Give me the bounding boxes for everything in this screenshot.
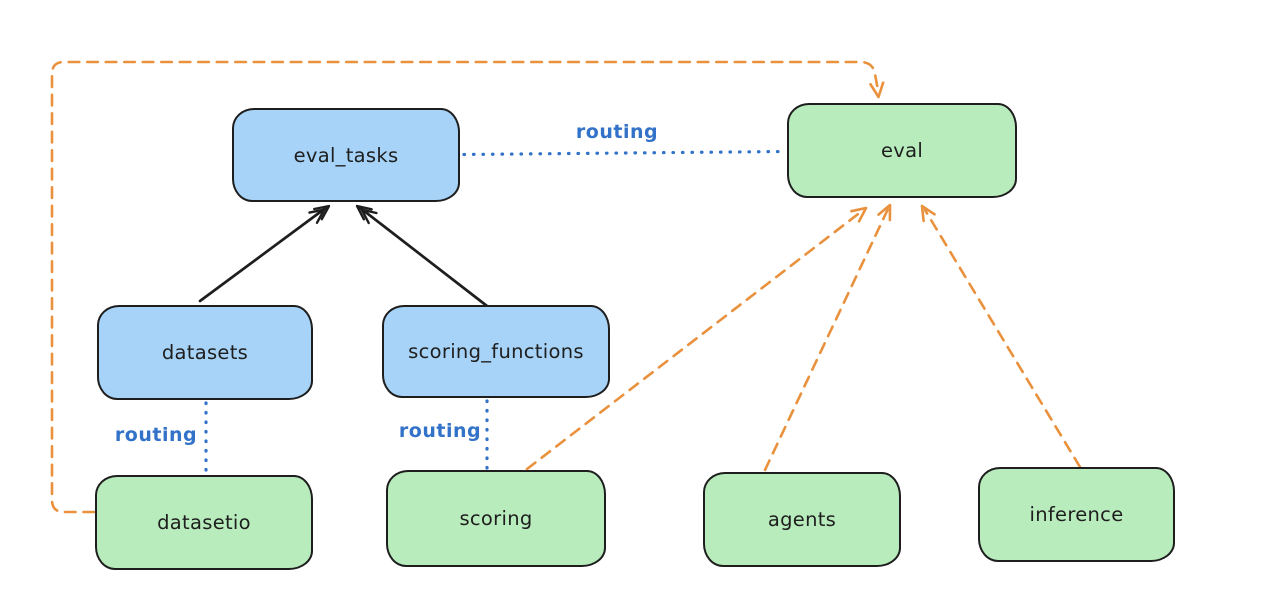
node-eval: eval bbox=[787, 103, 1017, 198]
node-datasets: datasets bbox=[97, 305, 313, 400]
node-scoring: scoring bbox=[386, 470, 606, 567]
node-datasetio-label: datasetio bbox=[157, 511, 251, 534]
edge-datasetio-to-eval bbox=[50, 60, 880, 514]
node-agents-label: agents bbox=[767, 508, 837, 531]
edge-datasetio-to-eval-arrowhead bbox=[869, 81, 885, 99]
edge-eval-tasks-to-eval-routing bbox=[462, 149, 787, 157]
node-scoring-functions-label: scoring_functions bbox=[408, 340, 584, 363]
edge-inference-to-eval bbox=[923, 208, 1082, 469]
edge-scoring-functions-to-eval-tasks-arrowhead bbox=[355, 204, 378, 225]
edge-scoring-to-eval bbox=[525, 209, 864, 471]
node-inference: inference bbox=[978, 467, 1175, 562]
edge-inference-to-eval-arrowhead bbox=[920, 204, 936, 223]
edge-datasets-to-eval-tasks bbox=[198, 205, 329, 303]
edge-label-routing-eval-tasks-eval: routing bbox=[575, 121, 659, 143]
node-datasetio: datasetio bbox=[95, 475, 313, 570]
node-eval-tasks-label: eval_tasks bbox=[293, 143, 399, 167]
edge-agents-to-eval-arrowhead bbox=[877, 203, 892, 222]
edge-label-routing-datasets-datasetio: routing bbox=[114, 424, 198, 446]
edge-scoring-functions-to-eval-tasks bbox=[357, 205, 489, 308]
edge-agents-to-eval bbox=[763, 207, 890, 472]
node-scoring-functions: scoring_functions bbox=[382, 305, 610, 398]
edge-label-routing-scoring-functions-scoring: routing bbox=[398, 420, 482, 442]
node-datasets-label: datasets bbox=[161, 341, 249, 364]
node-eval-label: eval bbox=[880, 139, 924, 162]
node-scoring-label: scoring bbox=[459, 507, 533, 530]
node-agents: agents bbox=[703, 472, 901, 567]
edge-scoring-to-eval-arrowhead bbox=[850, 206, 868, 223]
node-inference-label: inference bbox=[1029, 503, 1124, 526]
node-eval-tasks: eval_tasks bbox=[232, 108, 460, 202]
edge-datasets-to-eval-tasks-arrowhead bbox=[308, 204, 331, 224]
